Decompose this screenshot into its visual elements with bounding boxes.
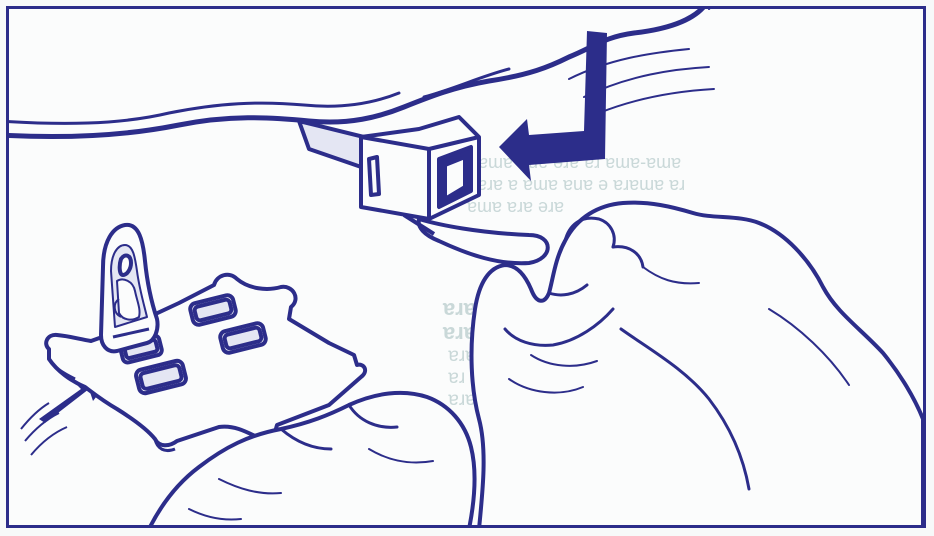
line-art-illustration	[9, 9, 923, 525]
illustration-frame: ɐʇuɐ ǝpoɐɯ ʇıɐuɐ ʇuɐɯɐ ɐɯɐʇɹɐɯ ɐɯ ɯɐ ǝɹɐ…	[6, 6, 926, 528]
gameboard-edge	[9, 9, 744, 137]
mermaid-figure	[101, 225, 158, 351]
